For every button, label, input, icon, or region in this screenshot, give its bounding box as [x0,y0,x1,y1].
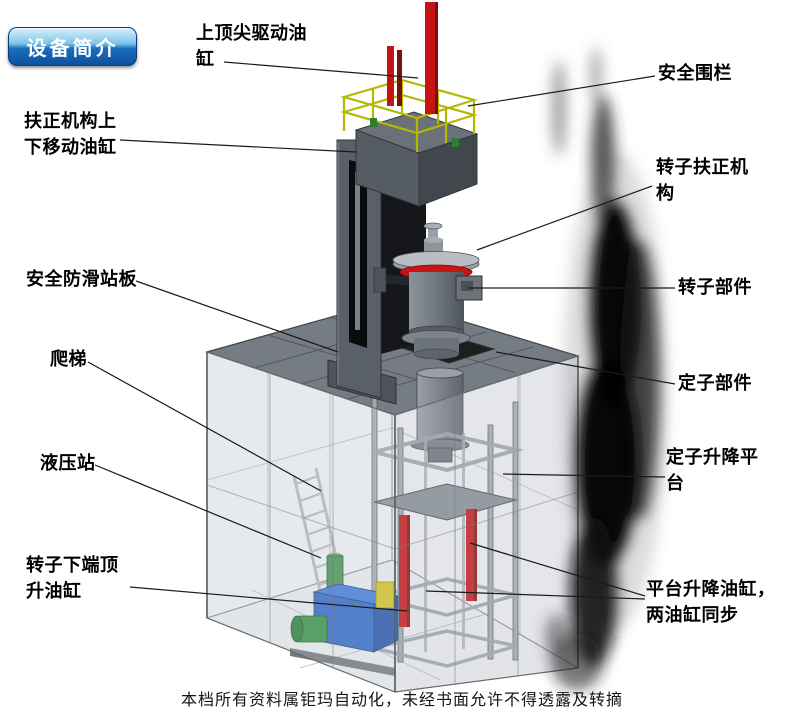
leader-top-drive-cylinder [223,61,419,79]
leader-rotor-bottom-jack [129,586,408,612]
red-rod-dark [397,50,402,106]
leader-hydraulic-station [94,464,322,559]
label-platform-lift-cylinders: 平台升降油缸，两油缸同步 [646,579,776,625]
railing-post-base [370,118,377,127]
platform-lift-red-cylinders [399,509,477,627]
red-cylinder-shade [474,509,477,601]
railing-post-base [452,138,459,147]
leader-lines [87,61,676,612]
leader-rotor-centering-mechanism [476,185,653,251]
press-column [327,111,479,405]
leader-safety-fence [467,75,656,107]
label-centering-updown-cylinder: 扶正机构上下移动油缸 [24,111,117,157]
label-rotor-bottom-jack-cylinder: 转子下端顶升油缸 [26,555,119,601]
label-top-drive-cylinder: 上顶尖驱动油缸 [196,23,307,69]
leader-ladder [87,361,322,492]
leader-stator-part [495,351,676,385]
label-stator-lift-platform: 定子升降平台 [666,447,759,493]
enclosure-box-front [206,351,579,693]
red-cylinder-shade [407,515,410,627]
leader-stator-lift-platform [502,473,666,478]
label-ladder: 爬梯 [50,349,87,369]
label-safety-fence: 安全围栏 [658,63,732,83]
label-stator-part: 定子部件 [678,373,752,393]
leader-centering-updown-cylinder [119,139,357,153]
red-rod-shade [435,2,438,114]
leader-platform-lift-2 [425,590,646,600]
leader-antislip-board [135,280,339,353]
leader-platform-lift-1 [469,542,646,597]
label-rotor-centering-mechanism: 转子扶正机构 [656,157,749,203]
ink-smudge [545,47,667,690]
label-hydraulic-station: 液压站 [40,453,96,473]
copyright-footer: 本档所有资料属钜玛自动化，未经书面允许不得透露及转摘 [180,692,623,709]
section-title-badge: 设备简介 [8,27,137,66]
label-antislip-board: 安全防滑站板 [26,269,137,289]
rotor-assembly [373,222,483,360]
label-rotor-part: 转子部件 [678,277,752,297]
